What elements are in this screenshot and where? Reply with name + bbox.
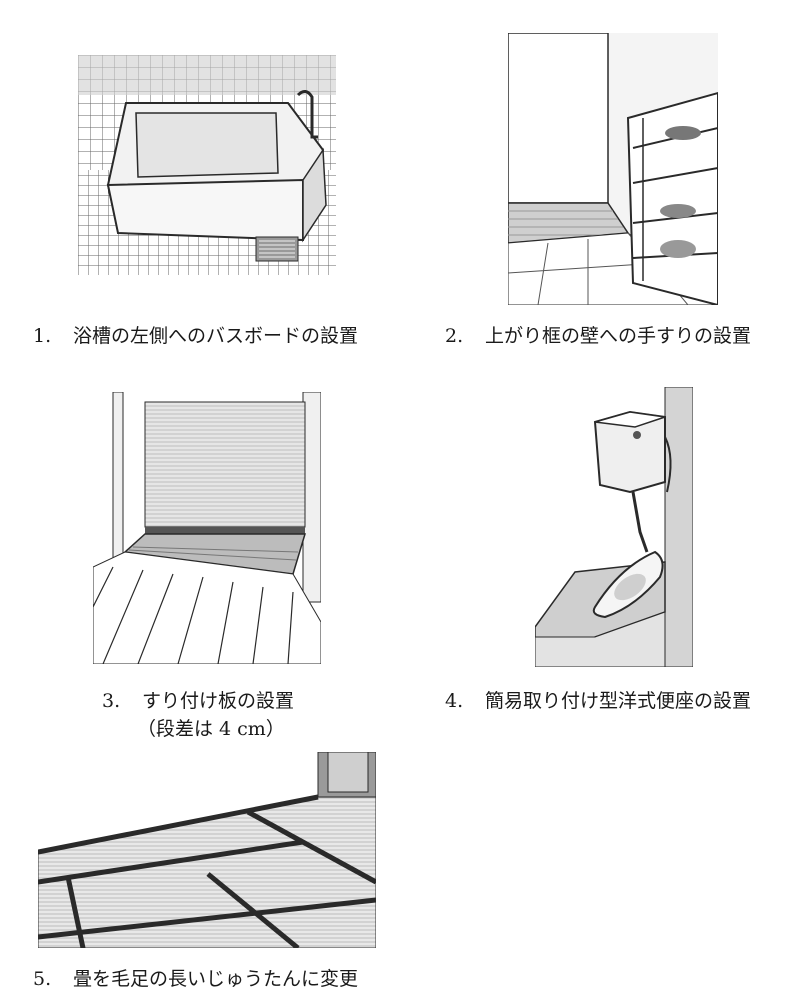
caption-5-number: 5. [33, 968, 52, 990]
tatami-room-drawing [38, 752, 376, 948]
caption-4: 4. 簡易取り付け型洋式便座の設置 [445, 688, 751, 714]
caption-5: 5. 畳を毛足の長いじゅうたんに変更 [33, 966, 358, 992]
caption-3-number: 3. [102, 690, 121, 712]
caption-4-number: 4. [445, 690, 464, 712]
toilet-illustration [535, 387, 693, 667]
tatami-room-illustration [38, 752, 376, 948]
caption-3-text: すり付け板の設置 [142, 690, 295, 712]
caption-5-text: 畳を毛足の長いじゅうたんに変更 [73, 968, 359, 990]
caption-3-note: （段差は 4 cm） [137, 718, 285, 740]
caption-2: 2. 上がり框の壁への手すりの設置 [445, 323, 751, 349]
caption-3: 3. すり付け板の設置 [102, 688, 294, 714]
caption-1-text: 浴槽の左側へのバスボードの設置 [73, 325, 359, 347]
entrance-step-drawing [508, 33, 718, 305]
caption-1-number: 1. [33, 325, 52, 347]
toilet-drawing [535, 387, 693, 667]
caption-2-text: 上がり框の壁への手すりの設置 [485, 325, 752, 347]
threshold-ramp-illustration [93, 392, 321, 664]
caption-4-text: 簡易取り付け型洋式便座の設置 [485, 690, 752, 712]
caption-1: 1. 浴槽の左側へのバスボードの設置 [33, 323, 358, 349]
bathtub-illustration [78, 55, 336, 275]
threshold-ramp-drawing [93, 392, 321, 664]
entrance-step-illustration [508, 33, 718, 305]
caption-2-number: 2. [445, 325, 464, 347]
bathtub-drawing [78, 55, 336, 275]
